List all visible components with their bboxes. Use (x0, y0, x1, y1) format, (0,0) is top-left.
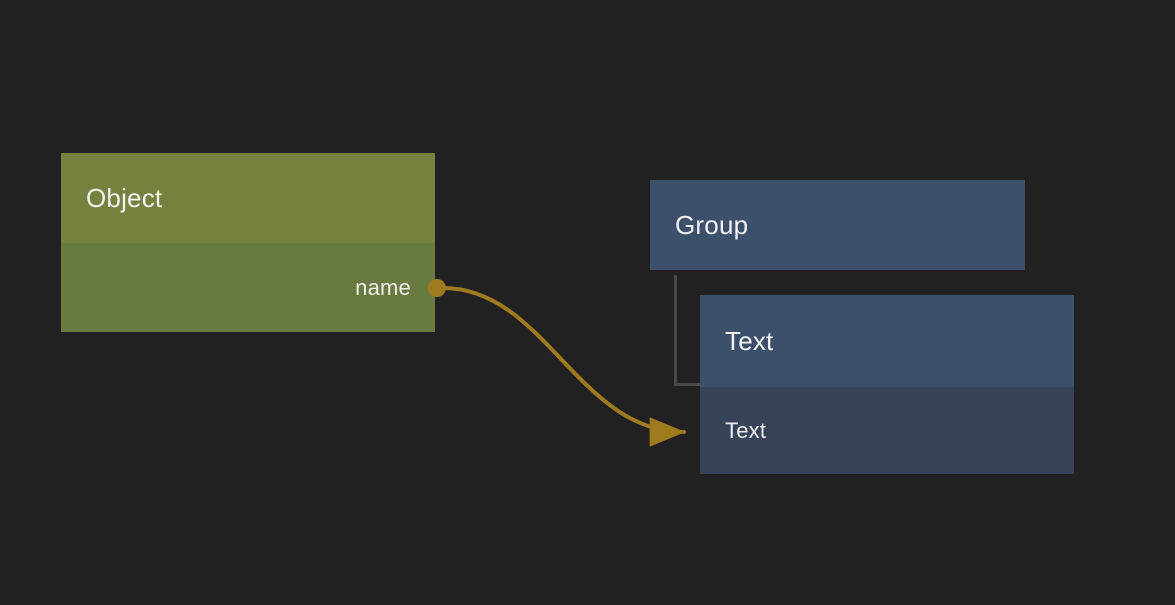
node-text-title: Text (725, 325, 774, 356)
node-object-field-name-label: name (355, 274, 411, 300)
node-group-header[interactable]: Group (650, 180, 1025, 270)
node-text[interactable]: Text Text (700, 295, 1074, 474)
node-text-field-text[interactable]: Text (700, 387, 1074, 474)
node-object-title: Object (86, 182, 163, 213)
node-text-header[interactable]: Text (700, 295, 1074, 387)
group-containment-bracket (674, 275, 702, 386)
node-object-header[interactable]: Object (61, 153, 435, 243)
node-group[interactable]: Group (650, 180, 1025, 270)
node-text-field-text-label: Text (725, 417, 767, 443)
output-port-dot[interactable] (428, 279, 446, 297)
node-group-title: Group (675, 209, 749, 240)
node-object[interactable]: Object name (61, 153, 435, 332)
node-object-field-name[interactable]: name (61, 243, 435, 332)
edge-object-name-to-text (441, 286, 686, 447)
